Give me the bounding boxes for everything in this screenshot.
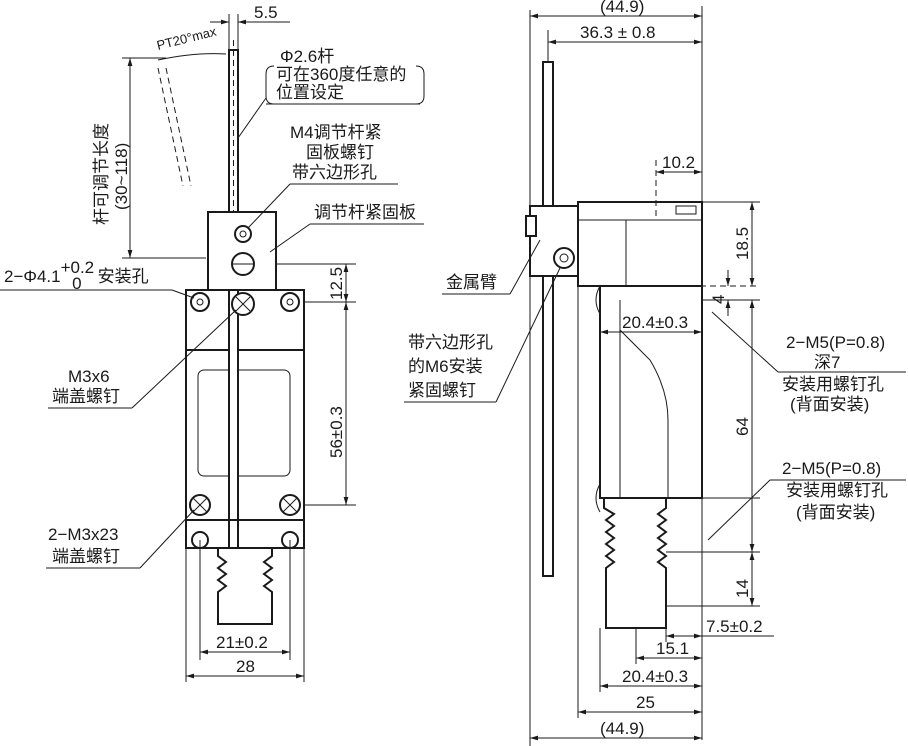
rod-length-label-2: (30~118) bbox=[112, 143, 131, 210]
body-window bbox=[197, 369, 291, 477]
m4-screw bbox=[234, 225, 252, 243]
right-view: (44.9) 36.3 ± 0.8 10.2 18.5 4 金属臂 20.4±0… bbox=[404, 0, 906, 746]
adjust-plate bbox=[207, 211, 277, 291]
dim-21: 21±0.2 bbox=[216, 633, 268, 652]
m6-note-2: 的M6安装 bbox=[408, 357, 483, 376]
tilted-rod-outline-a bbox=[157, 67, 184, 187]
dim-36-3: 36.3 ± 0.8 bbox=[580, 23, 656, 42]
side-conduit-fitting bbox=[603, 497, 668, 629]
m5-note-1-mount: (背面安装) bbox=[790, 395, 869, 414]
tilt-angle-arc bbox=[157, 53, 227, 61]
dim-25: 25 bbox=[636, 693, 655, 712]
dim-5-5: 5.5 bbox=[254, 3, 278, 22]
side-head bbox=[577, 201, 703, 287]
cover-screw-2-size: 2−M3x23 bbox=[48, 525, 118, 544]
dim-20-4-bottom: 20.4±0.3 bbox=[622, 667, 688, 686]
m6-note-1: 带六边形孔 bbox=[408, 333, 493, 352]
m4-note-1: M4调节杆紧 bbox=[290, 123, 382, 142]
tilt-angle-label: PT20°max bbox=[155, 24, 218, 53]
rod-note-2: 可在360度任意的 bbox=[276, 65, 406, 84]
dim-12-5: 12.5 bbox=[327, 267, 346, 300]
dim-44-9-bottom: (44.9) bbox=[600, 719, 644, 738]
m5-note-1-purpose: 安装用螺钉孔 bbox=[782, 375, 884, 394]
m5-note-1-spec: 2−M5(P=0.8) bbox=[786, 333, 885, 352]
dim-64: 64 bbox=[733, 417, 752, 436]
tilted-rod-outline-b bbox=[165, 67, 192, 187]
dim-28: 28 bbox=[236, 657, 255, 676]
cover-screw-1-label: 端盖螺钉 bbox=[52, 387, 120, 406]
metal-arm bbox=[529, 205, 579, 277]
plate-note: 调节杆紧固板 bbox=[314, 203, 416, 222]
rod-note-1: Φ2.6杆 bbox=[280, 47, 334, 66]
m5-note-1-depth: 深7 bbox=[814, 353, 840, 372]
dim-44-9-top: (44.9) bbox=[600, 0, 644, 16]
dim-14: 14 bbox=[733, 579, 752, 598]
m4-note-2: 固板螺钉 bbox=[306, 143, 374, 162]
m6-note-3: 紧固螺钉 bbox=[408, 381, 476, 400]
m4-note-3: 带六边形孔 bbox=[292, 163, 377, 182]
left-view: 5.5 PT20°max 杆可调节长度 (30~118) Φ2.6杆 可在360… bbox=[0, 3, 425, 682]
mount-hole-right bbox=[280, 292, 300, 312]
metal-arm-label: 金属臂 bbox=[446, 273, 497, 292]
conduit-fitting bbox=[216, 547, 274, 625]
cover-screw-1-size: M3x6 bbox=[68, 367, 110, 386]
mount-hole-left bbox=[190, 292, 210, 312]
dim-10-2: 10.2 bbox=[662, 153, 695, 172]
dim-7-5: 7.5±0.2 bbox=[706, 617, 763, 636]
rod-length-label-1: 杆可调节长度 bbox=[92, 123, 111, 225]
m6-screw bbox=[553, 247, 575, 269]
dim-20-4-mid: 20.4±0.3 bbox=[622, 313, 688, 332]
rod-note-3: 位置设定 bbox=[276, 83, 344, 102]
m5-note-2-mount: (背面安装) bbox=[796, 503, 875, 522]
dim-15-1: 15.1 bbox=[656, 639, 689, 658]
dim-56: 56±0.3 bbox=[327, 406, 346, 458]
m5-note-2-purpose: 安装用螺钉孔 bbox=[786, 481, 888, 500]
dim-4: 4 bbox=[709, 295, 728, 304]
cover-screw-2-label: 端盖螺钉 bbox=[52, 547, 120, 566]
side-lever-rod bbox=[542, 61, 554, 577]
m5-note-2-spec: 2−M5(P=0.8) bbox=[782, 459, 881, 478]
dim-18-5: 18.5 bbox=[733, 227, 752, 260]
